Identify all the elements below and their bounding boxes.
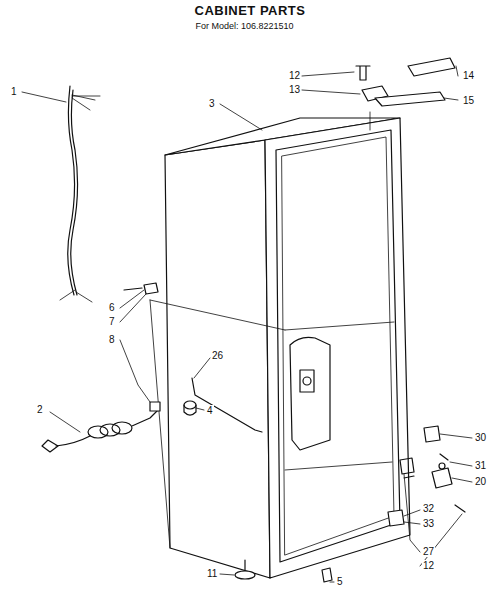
leader-lines xyxy=(22,66,472,582)
callout-number: 26 xyxy=(211,350,224,361)
callout-number: 15 xyxy=(462,95,475,106)
callout-number: 6 xyxy=(108,302,116,313)
callout-number: 27 xyxy=(422,546,435,557)
model-number: For Model: 106.8221510 xyxy=(195,22,295,32)
screw xyxy=(440,454,448,460)
hinge-bracket xyxy=(424,426,440,442)
screw xyxy=(455,505,465,512)
drain-cap xyxy=(184,401,196,409)
cord-connector xyxy=(150,402,160,411)
wire-harness xyxy=(71,90,78,295)
fan-grille xyxy=(300,370,314,392)
liner-edge xyxy=(282,137,394,555)
callout-number: 3 xyxy=(208,98,216,109)
toe-plate-bracket xyxy=(400,458,414,478)
callout-number: 11 xyxy=(206,568,218,579)
cord-coil xyxy=(88,426,108,438)
hinge-pin xyxy=(370,112,371,130)
drain-cap xyxy=(184,405,196,415)
cabinet-front xyxy=(265,118,410,578)
callout-number: 12 xyxy=(288,70,301,81)
callout-number: 13 xyxy=(288,84,301,95)
power-cord xyxy=(56,436,90,446)
power-cord xyxy=(132,410,158,426)
callout-number: 30 xyxy=(474,432,487,443)
door-opening xyxy=(276,130,400,562)
callout-number: 4 xyxy=(206,405,214,416)
callout-number: 14 xyxy=(462,70,475,81)
hinge-cover xyxy=(408,58,455,76)
screw xyxy=(356,66,370,80)
callout-number: 8 xyxy=(108,334,116,345)
callout-number: 31 xyxy=(474,460,487,471)
callout-number: 33 xyxy=(422,518,435,529)
callout-number: 5 xyxy=(336,576,344,587)
hinge-pin xyxy=(439,463,445,469)
hinge-plate xyxy=(388,510,404,526)
bottom-hinge xyxy=(432,468,452,488)
drain-tube xyxy=(192,378,262,432)
leveling-leg xyxy=(235,571,255,579)
callout-number: 2 xyxy=(36,404,44,415)
wire-leads xyxy=(60,95,100,302)
cabinet-side xyxy=(165,140,270,578)
cord-coil xyxy=(112,422,132,434)
top-hinge xyxy=(375,92,445,106)
leveling-leg xyxy=(244,560,245,572)
liner-floor xyxy=(285,462,392,470)
liner-lines xyxy=(150,300,394,548)
callout-number: 7 xyxy=(108,316,116,327)
diagram-title: CABINET PARTS xyxy=(195,4,306,18)
callout-number: 32 xyxy=(422,503,435,514)
callout-number: 20 xyxy=(474,476,487,487)
clip xyxy=(322,568,332,582)
cord-coil xyxy=(100,424,120,436)
fan-hub xyxy=(303,377,311,385)
evaporator-housing xyxy=(290,337,330,450)
callout-number: 1 xyxy=(10,86,18,97)
callout-number: 12 xyxy=(422,560,435,571)
